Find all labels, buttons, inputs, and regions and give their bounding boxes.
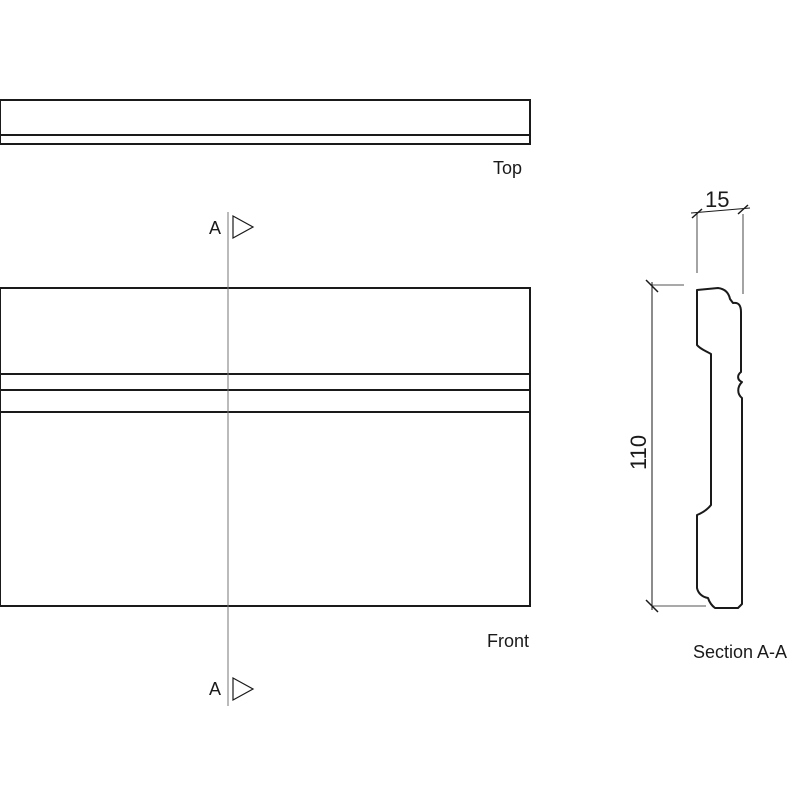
cut-arrow-bottom bbox=[232, 676, 255, 702]
dim-height-tick-top bbox=[645, 279, 659, 293]
front-view-outline bbox=[0, 287, 531, 607]
top-view bbox=[0, 99, 531, 145]
section-profile bbox=[696, 287, 743, 609]
dim-thickness-line bbox=[690, 207, 751, 214]
top-view-label: Top bbox=[493, 158, 522, 178]
section-cut-line bbox=[227, 212, 255, 706]
cut-arrow-top bbox=[232, 214, 255, 240]
dim-thickness-value: 15 bbox=[705, 187, 729, 212]
dim-thickness-tick-right bbox=[737, 204, 749, 215]
cut-letter-bottom: A bbox=[209, 679, 221, 699]
dimension-height bbox=[645, 279, 706, 613]
dim-thickness-tick-left bbox=[691, 208, 703, 219]
dim-height-value: 110 bbox=[626, 435, 651, 470]
front-view bbox=[0, 287, 531, 607]
cut-letter-top: A bbox=[209, 218, 221, 238]
dim-height-tick-bottom bbox=[645, 599, 659, 613]
dimension-thickness bbox=[690, 204, 751, 294]
section-view-label: Section A-A bbox=[693, 642, 787, 662]
front-view-label: Front bbox=[487, 631, 529, 651]
top-view-outline bbox=[0, 99, 531, 145]
